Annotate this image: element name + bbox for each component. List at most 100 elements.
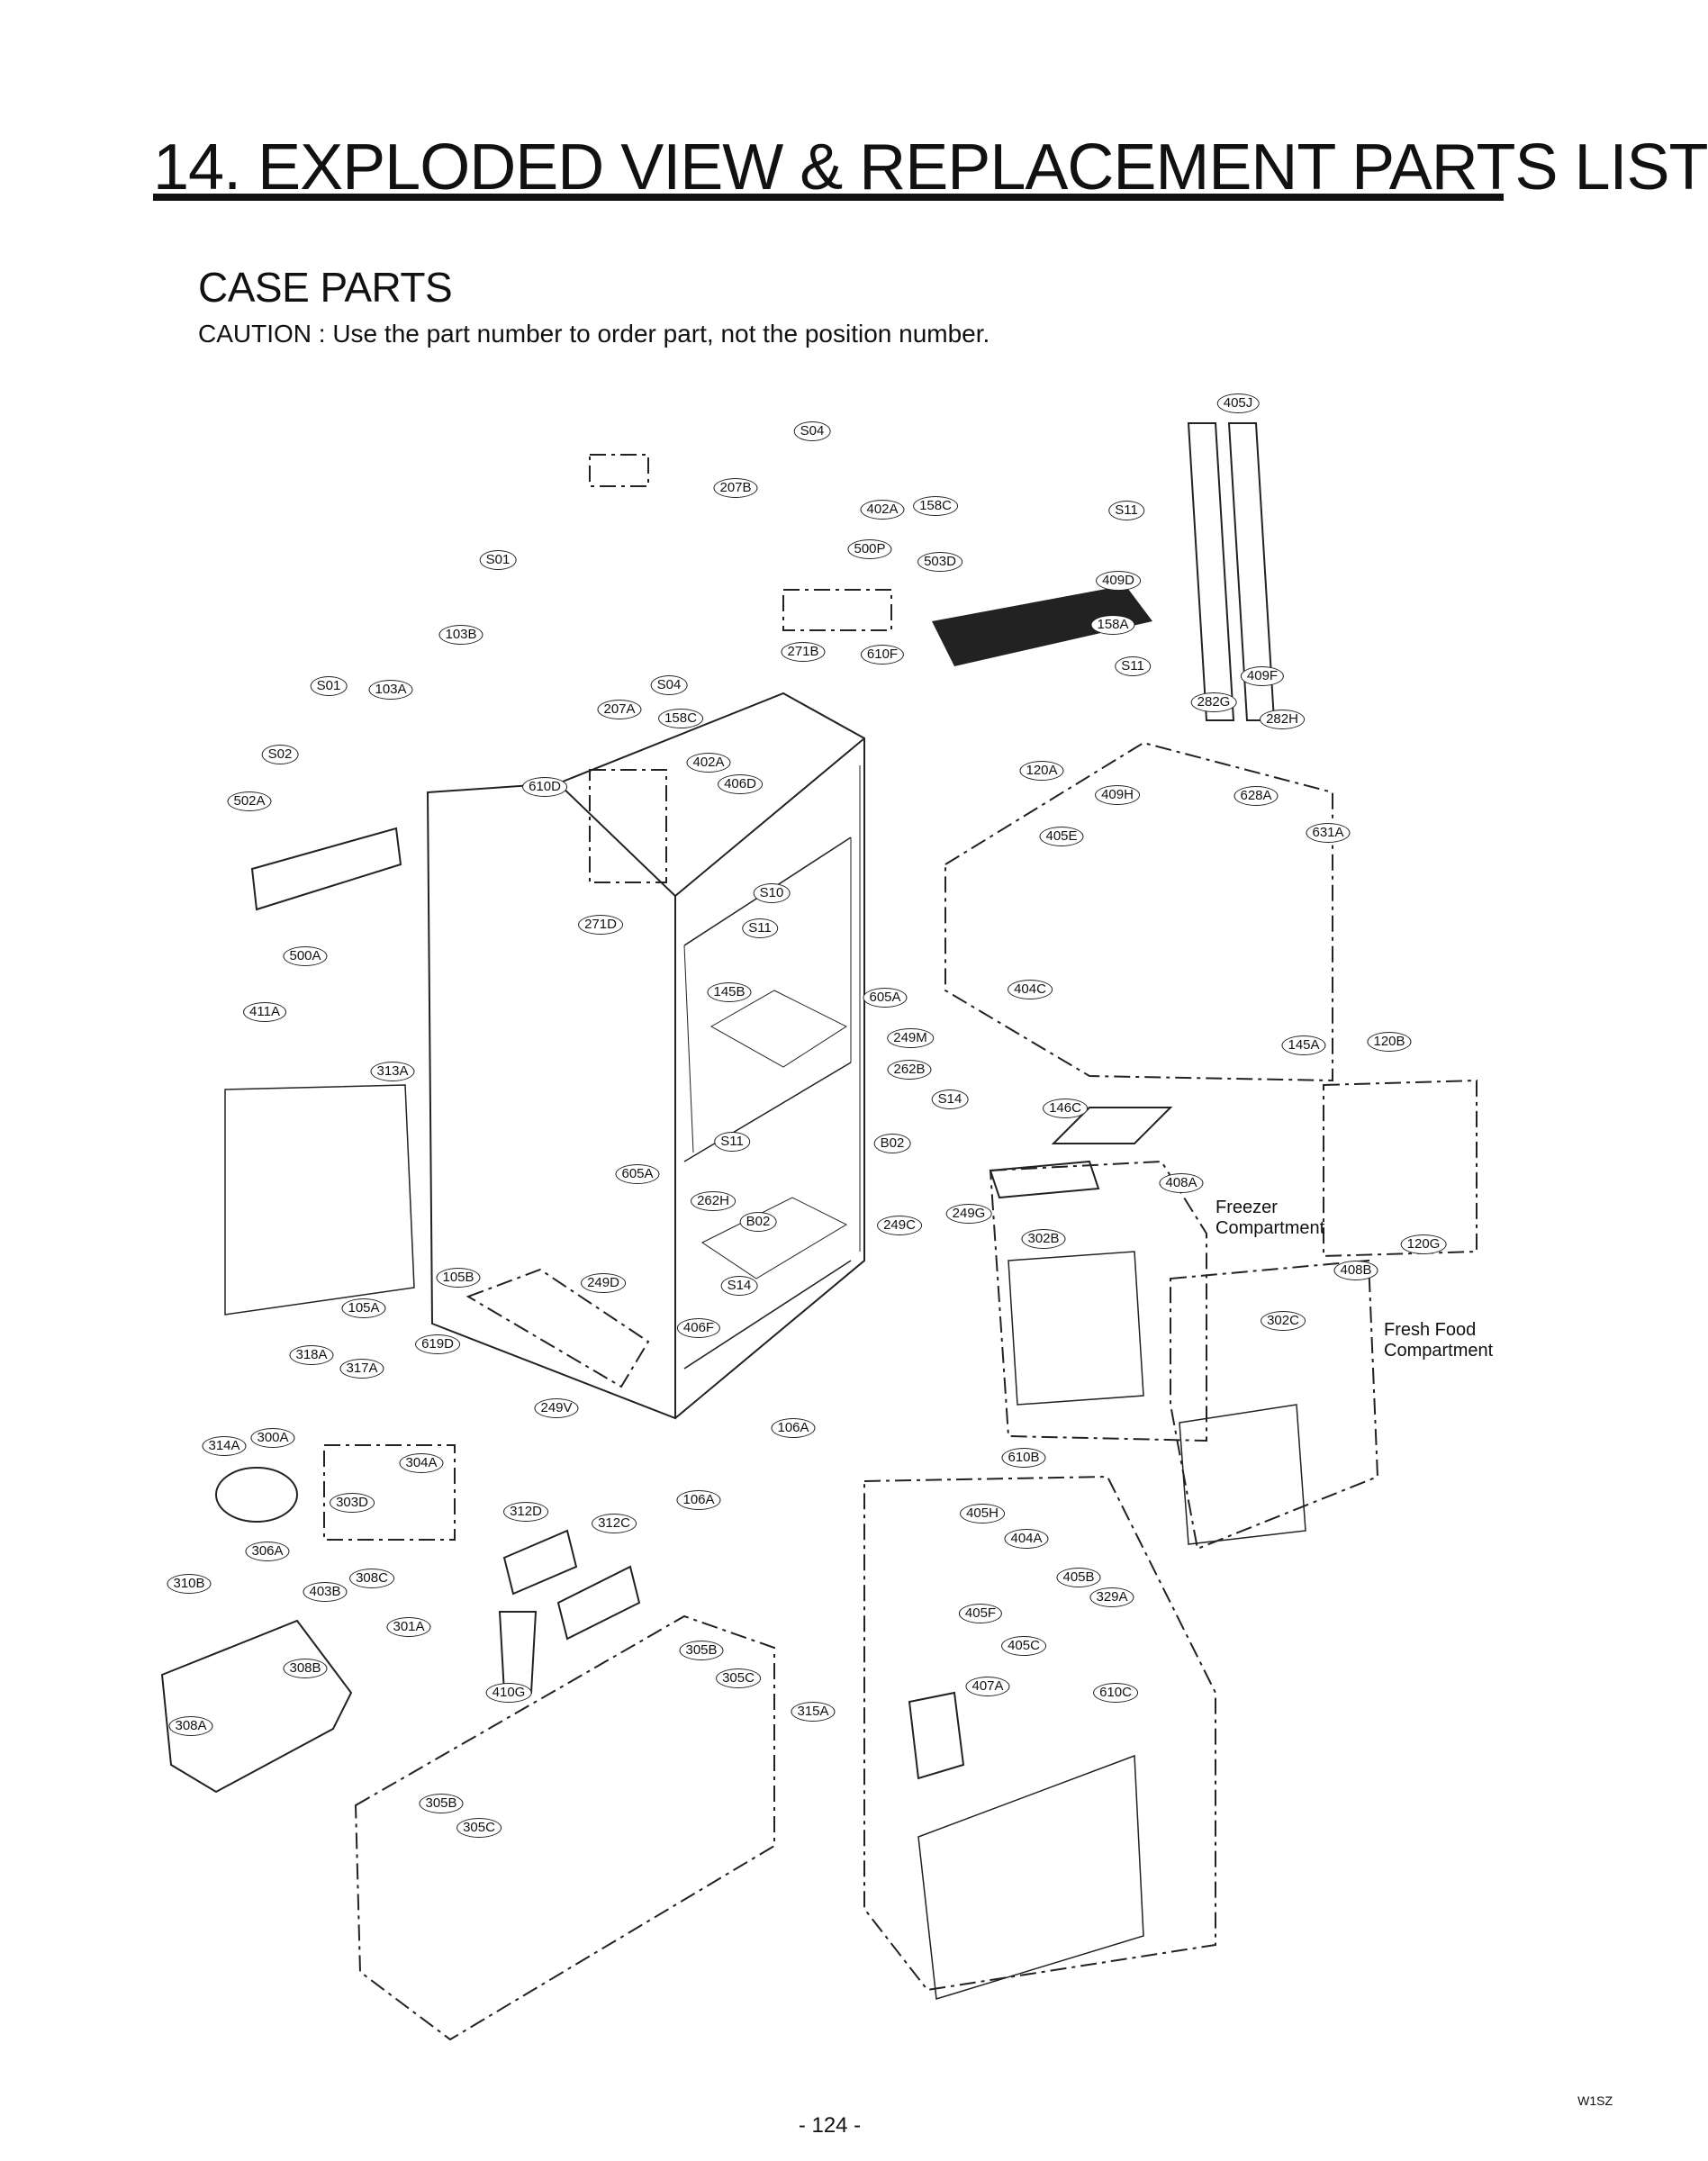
- part-label: 120B: [1367, 1032, 1412, 1052]
- part-label: 105B: [436, 1268, 481, 1288]
- freezer-compartment-note: Freezer Compartment: [1215, 1198, 1325, 1238]
- part-label: 405C: [1001, 1636, 1046, 1656]
- part-label: 318A: [289, 1345, 334, 1365]
- part-label: S01: [479, 550, 517, 570]
- part-label: 106A: [771, 1418, 816, 1438]
- part-label: 305C: [716, 1668, 761, 1688]
- part-label: 605A: [615, 1164, 660, 1184]
- part-label: 402A: [686, 753, 731, 773]
- part-label: 405F: [958, 1604, 1003, 1623]
- part-label: 306A: [245, 1542, 290, 1561]
- part-label: 503D: [917, 552, 962, 572]
- part-label: 408A: [1159, 1173, 1204, 1193]
- part-label: 408B: [1333, 1261, 1378, 1280]
- part-label: 207A: [597, 700, 642, 719]
- part-label: 308C: [349, 1569, 394, 1588]
- part-label: 271B: [781, 642, 826, 662]
- exploded-view-diagram: [160, 422, 1478, 2041]
- part-label: 619D: [415, 1334, 460, 1354]
- part-label: 282G: [1190, 692, 1237, 712]
- part-label: S11: [742, 918, 778, 938]
- part-label: 407A: [965, 1677, 1010, 1696]
- part-label: 310B: [167, 1574, 212, 1594]
- part-label: S02: [261, 745, 299, 764]
- part-label: 106A: [676, 1490, 721, 1510]
- part-label: S14: [720, 1276, 758, 1296]
- part-label: B02: [873, 1134, 911, 1153]
- part-label: 610F: [860, 645, 905, 665]
- part-label: 312D: [503, 1502, 548, 1522]
- part-label: 402A: [860, 500, 905, 520]
- part-label: 406F: [676, 1318, 721, 1338]
- part-label: 305C: [456, 1818, 502, 1838]
- part-label: 329A: [1089, 1587, 1134, 1607]
- part-label: 302C: [1261, 1311, 1306, 1331]
- part-label: 146C: [1043, 1099, 1088, 1118]
- part-label: 103A: [368, 680, 413, 700]
- part-label: 409D: [1096, 571, 1141, 591]
- part-label: 631A: [1306, 823, 1351, 843]
- part-label: 405H: [960, 1504, 1005, 1524]
- evaporator-cover-group: [944, 741, 1333, 1082]
- part-label: 305B: [679, 1641, 724, 1660]
- part-label: 404A: [1004, 1529, 1049, 1549]
- part-label: 249G: [945, 1204, 992, 1224]
- part-label: 313A: [370, 1062, 415, 1081]
- part-label: 610D: [522, 777, 567, 797]
- part-label: 249D: [581, 1273, 626, 1293]
- part-label: 300A: [250, 1428, 295, 1448]
- part-label: 249M: [887, 1028, 934, 1048]
- part-label: S04: [650, 675, 688, 695]
- part-label: 610C: [1093, 1683, 1138, 1703]
- part-label: 249V: [534, 1398, 579, 1418]
- part-label: 303D: [330, 1493, 375, 1513]
- part-label: 120G: [1400, 1234, 1447, 1254]
- part-label: 302B: [1021, 1229, 1066, 1249]
- caution-text: CAUTION : Use the part number to order p…: [198, 320, 990, 348]
- part-label: 404C: [1008, 980, 1053, 999]
- heading-rule: [153, 194, 1504, 201]
- part-label: 610B: [1001, 1448, 1046, 1468]
- part-label: 500P: [847, 539, 892, 559]
- part-label: 314A: [202, 1436, 247, 1456]
- part-label: 411A: [243, 1002, 286, 1022]
- part-label: 405E: [1039, 827, 1084, 846]
- part-label: 500A: [283, 946, 328, 966]
- part-label: 317A: [339, 1359, 384, 1379]
- part-label: 315A: [791, 1702, 836, 1722]
- part-label: S11: [714, 1132, 750, 1152]
- part-label: 145A: [1281, 1035, 1326, 1055]
- part-label: 207B: [713, 478, 758, 498]
- part-label: 308A: [168, 1716, 213, 1736]
- part-label: S10: [753, 883, 791, 903]
- part-label: 262H: [691, 1191, 736, 1211]
- part-label: S01: [310, 676, 348, 696]
- part-label: 628A: [1234, 786, 1279, 806]
- part-label: 405B: [1056, 1568, 1101, 1587]
- part-label: S11: [1115, 656, 1151, 676]
- part-label: 158C: [658, 709, 703, 728]
- model-code: W1SZ: [1577, 2093, 1613, 2108]
- part-label: 158C: [913, 496, 958, 516]
- part-label: 409F: [1240, 666, 1285, 686]
- page-number: - 124 -: [798, 2113, 862, 2138]
- part-label: S04: [793, 421, 831, 441]
- part-label: 262B: [887, 1060, 932, 1080]
- part-label: 103B: [438, 625, 483, 645]
- part-label: 406D: [718, 774, 763, 794]
- part-label: 145B: [707, 982, 752, 1002]
- fresh-food-compartment-note: Fresh Food Compartment: [1384, 1320, 1494, 1361]
- part-label: 312C: [592, 1514, 637, 1533]
- part-label: 502A: [227, 791, 272, 811]
- part-label: 158A: [1090, 615, 1135, 635]
- part-label: S11: [1108, 501, 1144, 520]
- part-label: 120A: [1019, 761, 1064, 781]
- cabinet-outline: [426, 782, 676, 1420]
- section-title: CASE PARTS: [198, 264, 453, 311]
- part-label: S14: [931, 1090, 969, 1109]
- part-label: 305B: [419, 1794, 464, 1813]
- page-heading: 14. EXPLODED VIEW & REPLACEMENT PARTS LI…: [153, 131, 1708, 203]
- part-label: 105A: [341, 1298, 386, 1318]
- part-label: B02: [739, 1212, 777, 1232]
- part-label: 304A: [399, 1453, 444, 1473]
